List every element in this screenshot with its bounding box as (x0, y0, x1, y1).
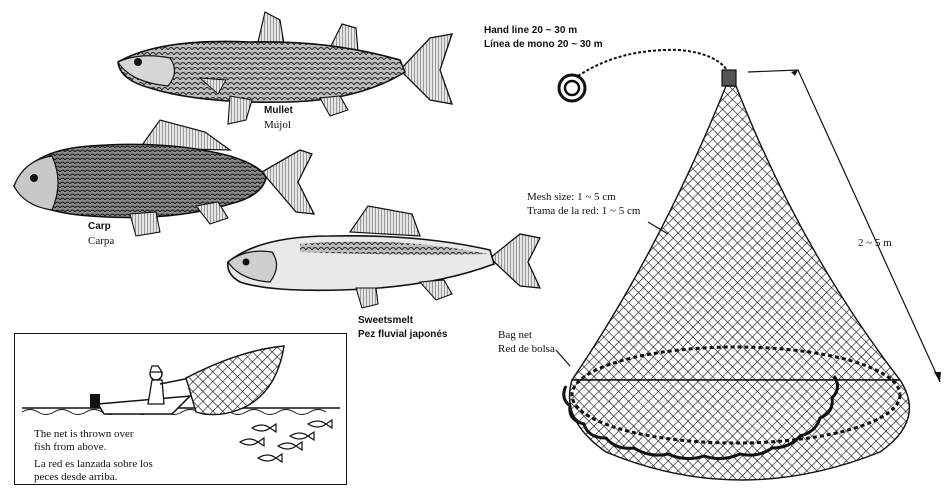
sweetsmelt-fish (228, 206, 540, 308)
inset-caption-es-2: peces desde arriba. (34, 471, 117, 484)
inset-caption-es-1: La red es lanzada sobre los (34, 458, 153, 471)
sweetsmelt-label-en: Sweetsmelt (358, 314, 413, 328)
cast-net (556, 50, 941, 480)
mullet-label-es: Mújol (264, 118, 291, 132)
mesh-size-label-es: Trama de la red: 1 ~ 5 cm (527, 204, 640, 218)
bag-net-label-es: Red de bolsa (498, 342, 555, 356)
carp-label-es: Carpa (88, 234, 114, 248)
mesh-size-label-en: Mesh size: 1 ~ 5 cm (527, 190, 616, 204)
net-height-label: 2 ~ 5 m (858, 236, 892, 250)
sweetsmelt-label-es: Pez fluvial japonés (358, 328, 447, 342)
hand-line-label-en: Hand line 20 ~ 30 m (484, 24, 577, 38)
inset-caption-en-1: The net is thrown over (34, 428, 134, 441)
mullet-label-en: Mullet (264, 104, 293, 118)
bag-net-label-en: Bag net (498, 328, 532, 342)
inset-caption-en-2: fish from above. (34, 441, 106, 454)
carp-fish (14, 120, 314, 236)
hand-line-label-es: Línea de mono 20 ~ 30 m (484, 38, 603, 52)
carp-label-en: Carp (88, 220, 111, 234)
